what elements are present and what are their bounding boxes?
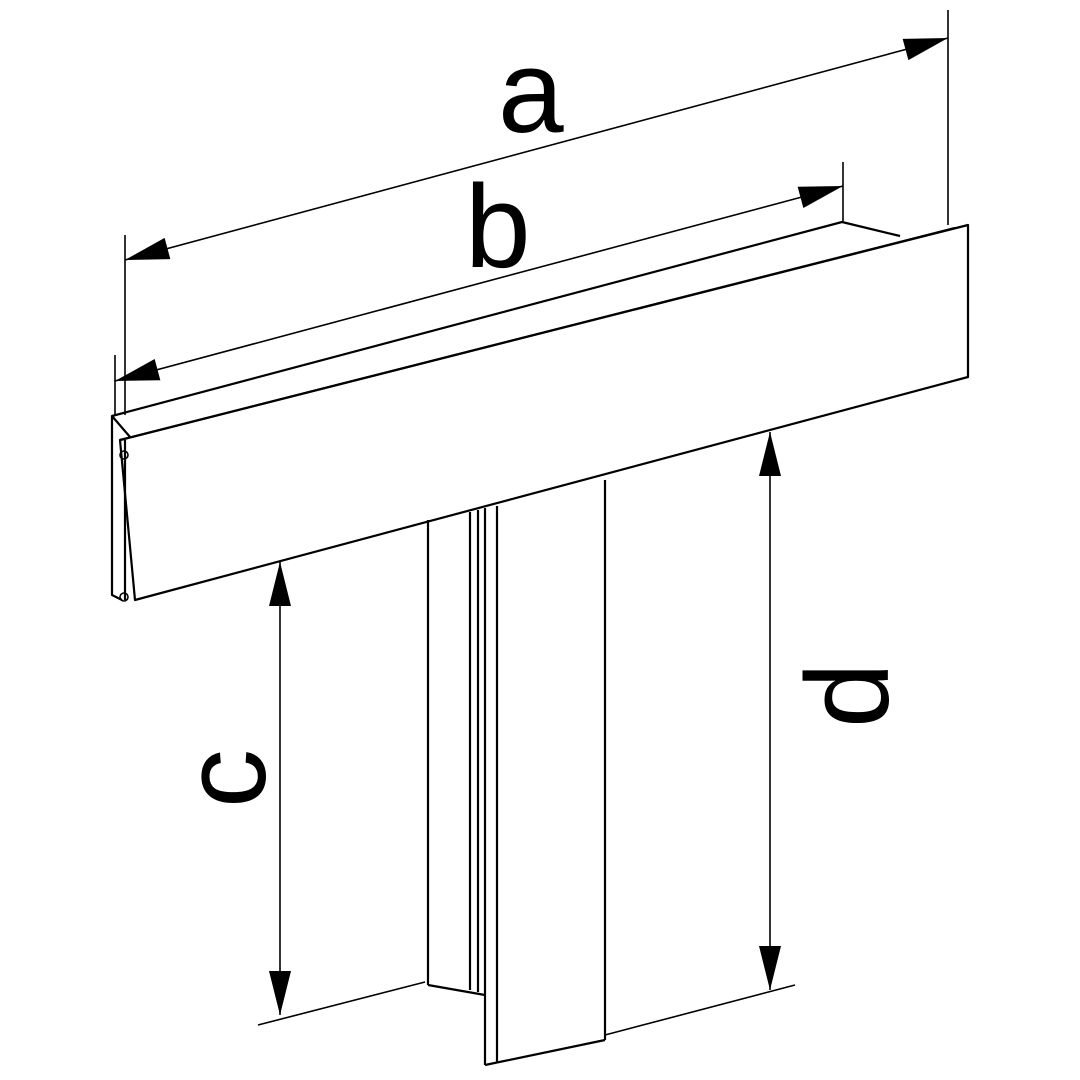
- dimension-label-d: d: [782, 662, 914, 728]
- dimension-a: a: [124, 10, 949, 415]
- horizontal-duct: [110, 220, 970, 602]
- dimension-c: c: [159, 562, 426, 1026]
- vertical-duct: [426, 480, 607, 1067]
- dimension-label-a: a: [498, 26, 564, 158]
- dimension-label-b: b: [465, 161, 531, 293]
- dimension-d: d: [604, 432, 914, 1036]
- dimension-b: b: [114, 161, 844, 415]
- dimension-label-c: c: [159, 749, 291, 808]
